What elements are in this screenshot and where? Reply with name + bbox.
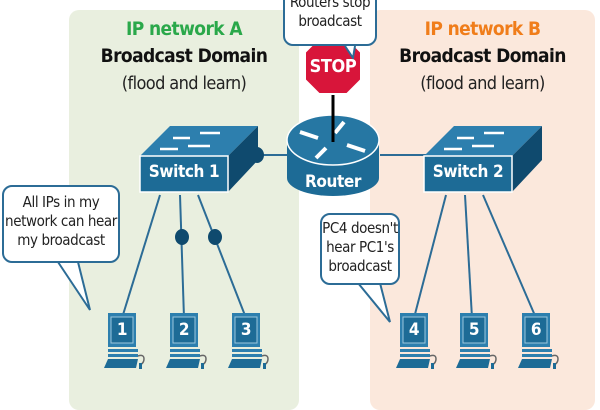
callout-line: broadcast <box>298 12 362 30</box>
pc-6-label: 6 <box>530 320 542 340</box>
network-b-subtitle: Broadcast Domain <box>399 45 566 67</box>
pc-4-label: 4 <box>408 320 420 340</box>
callout-line: hear PC1's <box>326 238 394 256</box>
router-label: Router <box>304 172 361 192</box>
callout-line: Routers stop <box>289 0 371 11</box>
callout-tail <box>57 261 91 311</box>
pc-3-label: 3 <box>240 320 252 340</box>
stop-sign-label: STOP <box>309 56 357 77</box>
callout-line: network can hear <box>5 212 117 230</box>
broadcast-packet <box>175 229 189 245</box>
callout-line: broadcast <box>328 257 392 275</box>
pc-5-label: 5 <box>468 320 480 340</box>
callout-router: Routers stop broadcast <box>283 0 377 46</box>
pc-1-icon <box>104 313 145 369</box>
link-switch2-pc6 <box>482 194 537 319</box>
pc-3-icon <box>228 313 269 369</box>
pc-1-label: 1 <box>116 320 128 340</box>
pc-5-icon <box>456 313 497 369</box>
callout-tail <box>344 45 356 61</box>
switch-1-icon <box>139 126 258 193</box>
link-switch1-pc2 <box>179 194 185 319</box>
network-b-note: (flood and learn) <box>420 73 545 94</box>
pc-4-icon <box>396 313 437 369</box>
callout-line: PC4 doesn't <box>322 219 398 237</box>
network-diagram <box>57 37 559 369</box>
link-switch2-pc5 <box>464 194 473 319</box>
network-a-note: (flood and learn) <box>121 73 247 94</box>
callout-tail <box>357 282 391 323</box>
network-a-subtitle: Broadcast Domain <box>100 45 268 67</box>
broadcast-packet <box>208 229 222 245</box>
switch-2-label: Switch 2 <box>432 162 504 182</box>
switch-1-label: Switch 1 <box>148 162 220 182</box>
link-switch2-pc4 <box>413 194 447 319</box>
network-a-title: IP network A <box>125 18 243 40</box>
link-switch1-pc1 <box>121 194 161 319</box>
callout-line: All IPs in my <box>22 193 100 211</box>
link-switch1-pc3 <box>197 194 247 319</box>
callout-network-a: All IPs in my network can hear my broadc… <box>2 185 120 263</box>
network-b-title: IP network B <box>424 18 541 40</box>
pc-2-icon <box>166 313 207 369</box>
callout-line: my broadcast <box>17 231 105 249</box>
switch-2-icon <box>423 126 542 193</box>
callout-network-b: PC4 doesn't hear PC1's broadcast <box>320 213 400 285</box>
pc-6-icon <box>518 313 559 369</box>
pc-2-label: 2 <box>178 320 190 340</box>
